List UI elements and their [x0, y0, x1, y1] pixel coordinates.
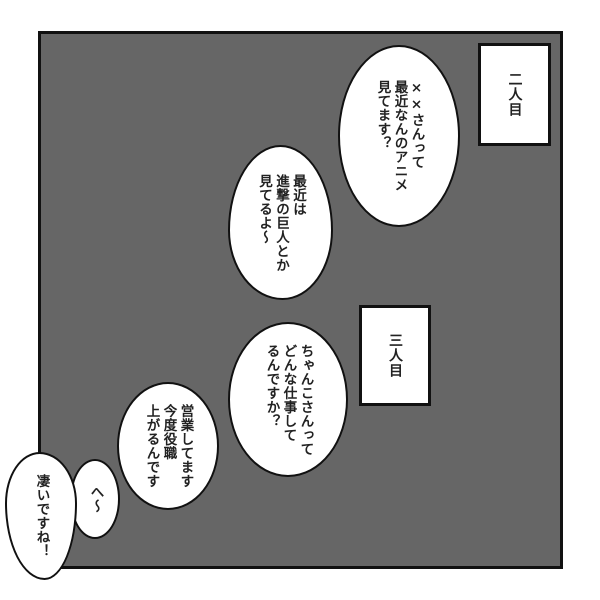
- bubble-line: ちゃんこさんって: [297, 343, 314, 456]
- caption-label: 三人目: [387, 333, 403, 378]
- speech-bubble-anime-answer: 最近は 進撃の巨人とか 見てるよ～: [228, 145, 333, 300]
- caption-label: 二人目: [506, 72, 523, 117]
- bubble-line: どんな仕事して: [280, 343, 297, 442]
- speech-bubble-job-question: ちゃんこさんって どんな仕事して るんですか？: [228, 322, 348, 477]
- speech-bubble-reaction-amazing: 凄いですね！: [5, 452, 77, 580]
- bubble-line: へ～: [87, 485, 104, 513]
- bubble-line: 最近なんのアニメ: [391, 80, 408, 192]
- bubble-line: るんですか？: [263, 343, 280, 428]
- caption-box-second-person: 二人目: [478, 43, 551, 146]
- speech-bubble-job-answer: 営業してます 今度役職 上がるんです: [117, 382, 219, 510]
- bubble-line: 見てるよ～: [256, 173, 272, 244]
- caption-box-third-person: 三人目: [359, 305, 431, 406]
- bubble-line: 凄いですね！: [33, 474, 50, 558]
- speech-bubble-anime-question: ××さんって 最近なんのアニメ 見てます？: [338, 45, 460, 227]
- bubble-line: 進撃の巨人とか: [273, 173, 289, 272]
- bubble-line: 最近は: [290, 173, 306, 216]
- bubble-line: 見てます？: [374, 80, 391, 150]
- bubble-line: ××さんって: [408, 80, 425, 169]
- bubble-line: 上がるんです: [143, 404, 160, 488]
- speech-bubble-reaction-he: へ～: [70, 459, 120, 539]
- bubble-line: 今度役職: [160, 404, 177, 460]
- bubble-line: 営業してます: [177, 404, 194, 488]
